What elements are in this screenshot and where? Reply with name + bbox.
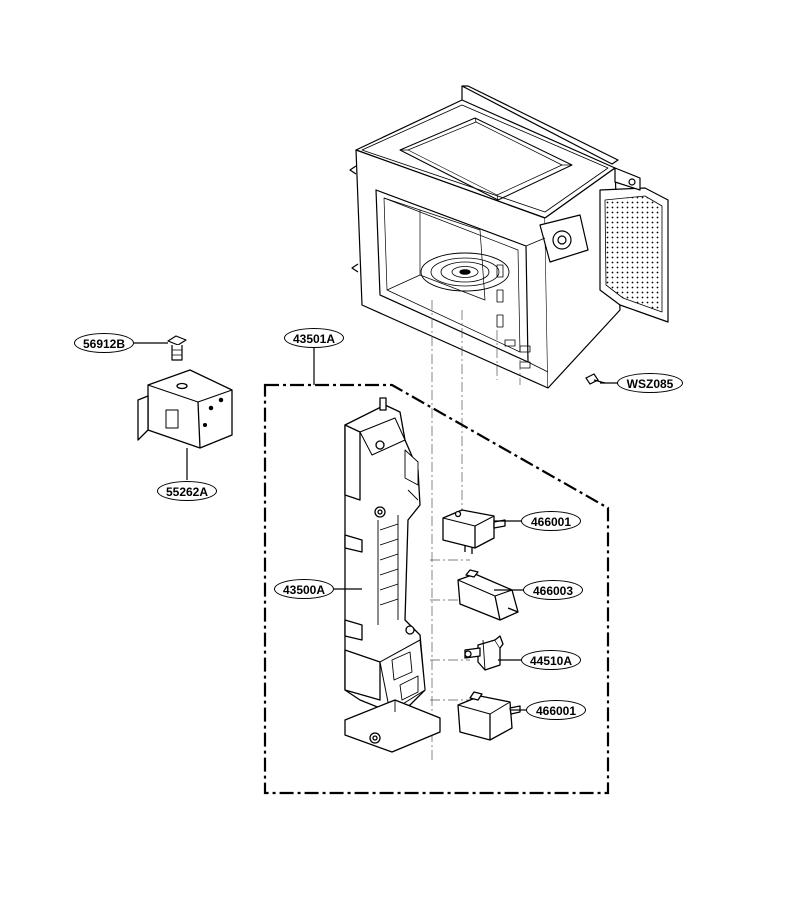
bracket-55262A	[137, 369, 233, 449]
latch-bracket-43500A	[344, 397, 441, 753]
leader-lines	[134, 342, 618, 711]
screw-56912B	[167, 335, 187, 361]
callout-WSZ085: WSZ085	[617, 373, 683, 393]
switch-466001-top	[442, 509, 506, 554]
callout-43501A: 43501A	[284, 328, 344, 348]
callout-466003: 466003	[523, 580, 583, 600]
switch-lever-44510A	[464, 635, 504, 671]
callout-44510A: 44510A	[521, 650, 581, 670]
switch-466003	[457, 569, 519, 621]
callout-55262A: 55262A	[157, 481, 217, 501]
callout-466001-top: 466001	[521, 511, 581, 531]
callout-43500A: 43500A	[274, 579, 334, 599]
projection-lines	[430, 300, 521, 760]
microwave-cavity	[349, 85, 669, 389]
switch-466001-bottom	[457, 691, 521, 741]
assembly-boundary-43501A	[263, 383, 610, 795]
callout-56912B: 56912B	[74, 333, 134, 353]
callout-466001-bottom: 466001	[526, 700, 586, 720]
